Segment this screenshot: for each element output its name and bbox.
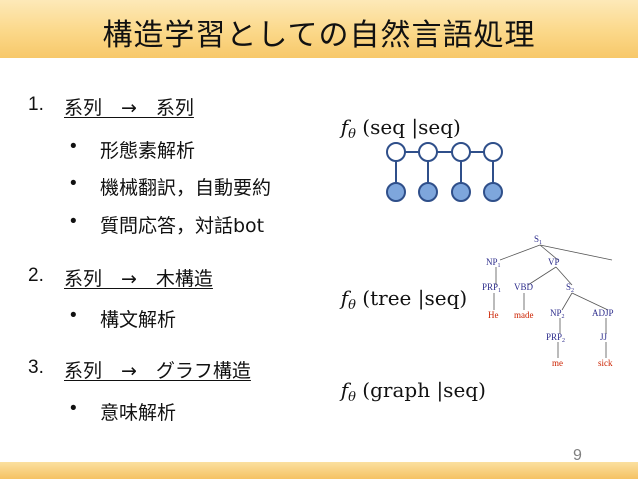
bullet-dot: • bbox=[70, 305, 77, 326]
footer-bar bbox=[0, 462, 638, 479]
bullet-dot: • bbox=[70, 398, 77, 419]
input-node bbox=[451, 182, 471, 202]
formula-function: f bbox=[340, 115, 349, 139]
bullet-text: 意味解析 bbox=[100, 402, 177, 424]
formula: fθ (graph |seq) bbox=[328, 354, 486, 405]
tree-node-prp1: PRP1 bbox=[482, 282, 501, 294]
bullet-text: 質問応答，対話bot bbox=[100, 215, 265, 237]
input-node bbox=[386, 182, 406, 202]
formula-args: (tree |seq) bbox=[355, 286, 468, 310]
tree-node-vbd: VBD bbox=[514, 282, 534, 292]
tree-node-prp2: PRP2 bbox=[546, 332, 565, 344]
output-node bbox=[418, 142, 438, 162]
input-node bbox=[483, 182, 503, 202]
slide-title: 構造学習としての自然言語処理 bbox=[102, 18, 536, 53]
item-number: 2. bbox=[28, 265, 44, 286]
formula-subscript: θ bbox=[348, 298, 356, 313]
output-node bbox=[483, 142, 503, 162]
output-node bbox=[386, 142, 406, 162]
item-heading: 系列 → グラフ構造 bbox=[64, 360, 251, 382]
formula-subscript: θ bbox=[348, 390, 356, 405]
formula-args: (graph |seq) bbox=[355, 378, 486, 402]
tree-node-np1: NP1 bbox=[486, 257, 501, 269]
parse-tree-diagram: S1 NP1 VP PRP1 VBD S2 NP2 ADJP PRP2 JJ H… bbox=[482, 234, 614, 368]
tree-node-s1: S1 bbox=[534, 234, 542, 246]
tree-word: made bbox=[514, 310, 534, 320]
title-bar bbox=[0, 0, 638, 58]
formula: fθ (seq |seq) bbox=[328, 91, 461, 142]
formula: fθ (tree |seq) bbox=[328, 262, 468, 313]
page-number: 9 bbox=[573, 447, 582, 464]
formula-args: (seq |seq) bbox=[355, 115, 461, 139]
tree-node-adjp: ADJP bbox=[592, 308, 614, 318]
tree-word: me bbox=[552, 358, 563, 368]
tree-node-np2: NP2 bbox=[550, 308, 565, 320]
item-heading: 系列 → 系列 bbox=[64, 97, 194, 119]
tree-node-s2: S2 bbox=[566, 282, 574, 294]
formula-subscript: θ bbox=[348, 127, 356, 142]
formula-function: f bbox=[340, 286, 349, 310]
tree-node-jj: JJ bbox=[600, 332, 608, 342]
input-node bbox=[418, 182, 438, 202]
formula-function: f bbox=[340, 378, 349, 402]
tree-word: He bbox=[488, 310, 499, 320]
bullet-text: 構文解析 bbox=[100, 309, 177, 331]
item-number: 1. bbox=[28, 94, 44, 115]
bullet-dot: • bbox=[70, 173, 77, 194]
tree-word: sick bbox=[598, 358, 613, 368]
tree-node-vp: VP bbox=[548, 257, 560, 267]
output-node bbox=[451, 142, 471, 162]
bullet-text: 機械翻訳，自動要約 bbox=[100, 177, 272, 199]
bullet-dot: • bbox=[70, 211, 77, 232]
bullet-text: 形態素解析 bbox=[100, 140, 196, 162]
bullet-dot: • bbox=[70, 136, 77, 157]
sequence-diagram bbox=[386, 142, 503, 202]
item-number: 3. bbox=[28, 357, 44, 378]
item-heading: 系列 → 木構造 bbox=[64, 268, 213, 290]
